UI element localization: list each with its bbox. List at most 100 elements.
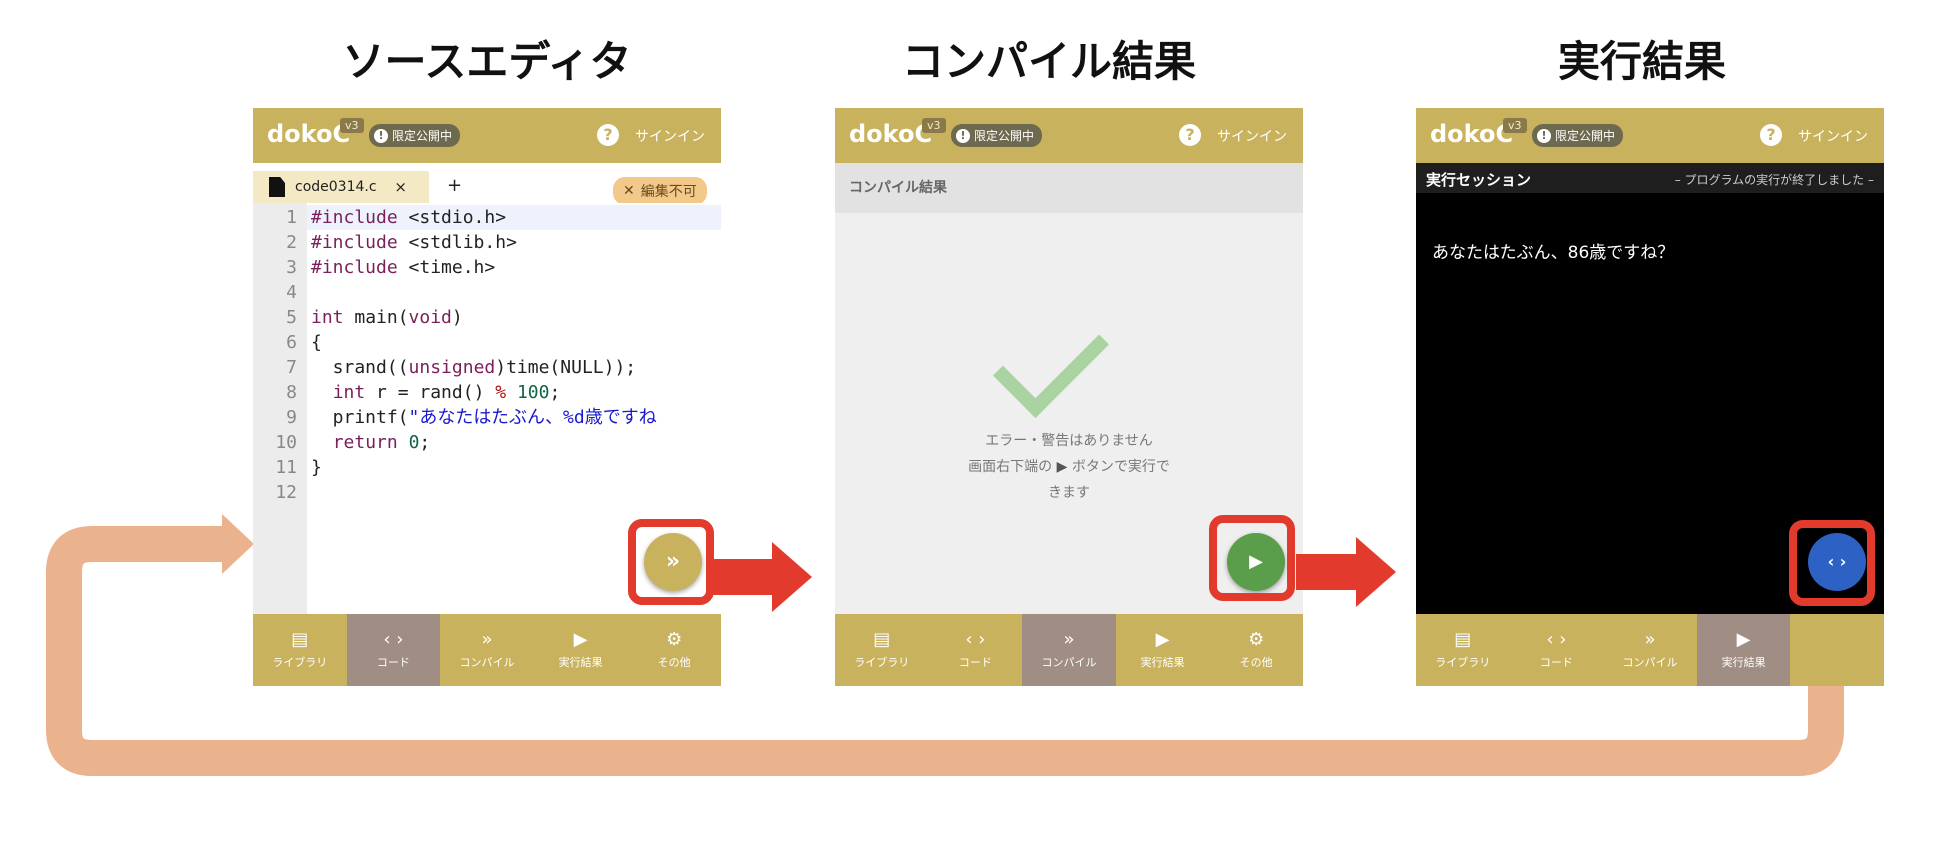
play-icon: ▶ (1155, 629, 1170, 650)
exclamation-icon: ! (374, 128, 388, 143)
nav-label: ライブラリ (1435, 656, 1491, 669)
book-icon: ▤ (873, 629, 891, 650)
compile-header: コンパイル結果 (835, 163, 1303, 213)
nav-compile[interactable]: » コンパイル (440, 614, 534, 686)
no-edit-badge[interactable]: ✕ 編集不可 (613, 177, 707, 205)
nav-compile[interactable]: » コンパイル (1022, 614, 1116, 686)
instruction-part: ボタンで実行で (1071, 459, 1170, 475)
nav-label: コード (1539, 656, 1573, 669)
double-chevron-icon: » (481, 629, 493, 650)
book-icon: ▤ (291, 629, 309, 650)
highlight-box (628, 519, 714, 605)
help-icon[interactable]: ? (1179, 124, 1201, 146)
highlight-box (1209, 515, 1295, 601)
play-icon: ▶ (1736, 629, 1751, 650)
title-run-result: 実行結果 (1557, 37, 1726, 86)
app-logo[interactable]: dokoC (267, 120, 351, 148)
line-number: 8 (286, 382, 297, 403)
tools-icon: ✕ (623, 183, 635, 199)
double-chevron-icon: » (1063, 629, 1075, 650)
line-number: 12 (275, 482, 297, 503)
signin-link[interactable]: サインイン (635, 129, 705, 145)
version-badge: v3 (922, 118, 946, 133)
nav-other[interactable]: ⚙その他 (627, 614, 721, 686)
line-number: 7 (286, 357, 297, 378)
compile-screen: dokoC v3 !限定公開中 ? サインイン コンパイル結果 エラー・警告はあ… (835, 108, 1303, 686)
nav-label: 実行結果 (1140, 656, 1185, 669)
nav-compile[interactable]: »コンパイル (1603, 614, 1697, 686)
file-tab[interactable]: code0314.c × (253, 171, 429, 203)
limited-release-badge: !限定公開中 (1532, 124, 1624, 147)
add-tab-button[interactable]: + (447, 175, 463, 196)
compile-fab-button[interactable]: » (644, 533, 702, 591)
nav-code[interactable]: ‹ › コード (929, 614, 1023, 686)
file-tab-label: code0314.c (295, 179, 377, 195)
nav-label: その他 (657, 656, 691, 669)
book-icon: ▤ (1454, 629, 1472, 650)
title-compile-result: コンパイル結果 (901, 37, 1196, 86)
gear-icon: ⚙ (1248, 629, 1265, 650)
signin-link[interactable]: サインイン (1217, 129, 1287, 145)
code-line: int r = rand() % 100; (332, 382, 561, 403)
play-icon: ▶ (573, 629, 588, 650)
nav-run[interactable]: ▶ 実行結果 (1116, 614, 1210, 686)
compile-message: エラー・警告はありません (985, 433, 1153, 449)
nav-label: ライブラリ (854, 656, 910, 669)
code-line: srand((unsigned)time(NULL)); (311, 357, 637, 378)
nav-run[interactable]: ▶ 実行結果 (534, 614, 628, 686)
app-bar: dokoC v3 !限定公開中 ? サインイン (835, 108, 1303, 163)
line-number: 3 (286, 257, 297, 278)
nav-code[interactable]: ‹ › コード (346, 614, 441, 686)
nav-label: コード (376, 656, 410, 669)
code-line: #include <stdio.h> (311, 207, 507, 228)
play-icon: ▶ (1056, 459, 1072, 475)
nav-library[interactable]: ▤ ライブラリ (1416, 614, 1510, 686)
line-number: 2 (286, 232, 297, 253)
finished-status: – プログラムの実行が終了しました – (1674, 173, 1874, 187)
app-logo[interactable]: dokoC (1430, 120, 1514, 148)
line-number: 10 (275, 432, 297, 453)
nav-run[interactable]: ▶実行結果 (1696, 614, 1791, 686)
title-source-editor: ソースエディタ (342, 37, 632, 86)
nav-library[interactable]: ▤ライブラリ (253, 614, 347, 686)
line-gutter: 1 2 3 4 5 6 7 8 9 10 11 12 (253, 203, 308, 614)
code-line: #include <stdlib.h> (311, 232, 517, 253)
active-line-highlight (307, 205, 721, 230)
nav-library[interactable]: ▤ ライブラリ (835, 614, 929, 686)
help-icon[interactable]: ? (597, 124, 619, 146)
no-edit-label: 編集不可 (640, 184, 697, 200)
compile-instruction-end: きます (1048, 485, 1090, 501)
app-bar: dokoC v3 ! 限定公開中 ? サインイン (253, 108, 721, 163)
exclamation-icon: ! (1537, 128, 1551, 143)
nav-label: 実行結果 (558, 656, 603, 669)
app-logo[interactable]: dokoC (849, 120, 933, 148)
code-icon: ‹ › (965, 629, 986, 650)
red-arrow-right (712, 542, 812, 612)
run-fab-button[interactable]: ▶ (1227, 533, 1285, 591)
nav-label: コード (958, 656, 992, 669)
signin-link[interactable]: サインイン (1798, 129, 1868, 145)
nav-label: コンパイル (1041, 656, 1097, 669)
line-number: 11 (275, 457, 297, 478)
limited-release-label: 限定公開中 (392, 129, 453, 143)
limited-release-badge: ! 限定公開中 (369, 124, 461, 147)
version-badge: v3 (1503, 118, 1527, 133)
line-number: 4 (286, 282, 297, 303)
nav-code[interactable]: ‹ ›コード (1510, 614, 1604, 686)
code-line: return 0; (332, 432, 431, 453)
bottom-nav: ▤ライブラリ ‹ ›コード »コンパイル ▶実行結果 ⚙ (1416, 614, 1884, 686)
red-arrow-right (1296, 537, 1396, 607)
limited-release-badge: !限定公開中 (951, 124, 1043, 147)
version-badge: v3 (340, 118, 364, 133)
line-number: 9 (286, 407, 297, 428)
nav-label: コンパイル (459, 656, 515, 669)
code-icon: ‹ › (383, 629, 404, 650)
bottom-nav: ▤ライブラリ ‹ › コード » コンパイル ▶ 実行結果 ⚙その他 (253, 614, 721, 686)
help-icon[interactable]: ? (1760, 124, 1782, 146)
tab-bar: code0314.c × + ✕ 編集不可 (253, 163, 721, 205)
code-fab-button[interactable]: ‹ › (1808, 533, 1866, 591)
close-tab-icon[interactable]: × (394, 178, 407, 196)
nav-other[interactable]: ⚙ その他 (1209, 614, 1303, 686)
nav-label: その他 (1239, 656, 1273, 669)
code-line: { (311, 332, 322, 353)
